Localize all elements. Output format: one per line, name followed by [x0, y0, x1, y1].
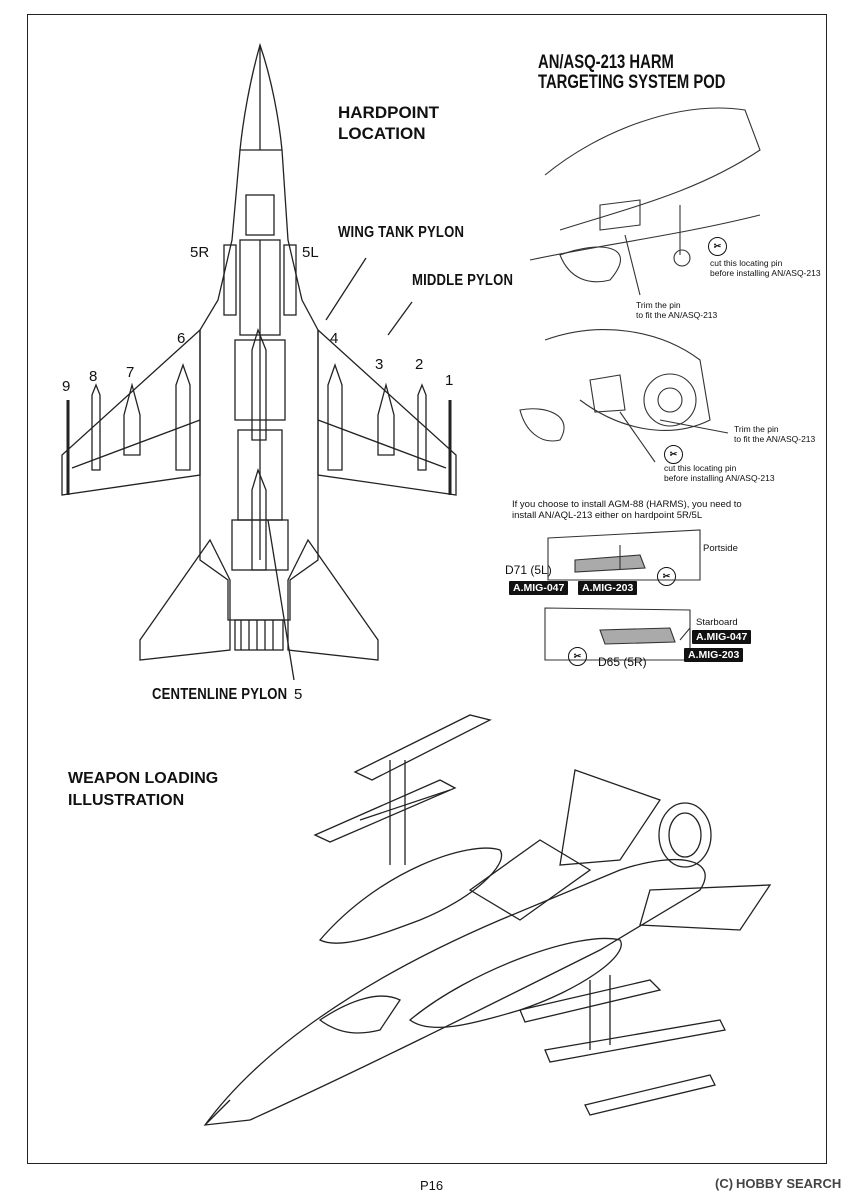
trim-note-1a: Trim the pin — [636, 300, 681, 310]
hardpoint-5: 5 — [294, 686, 303, 703]
d71-label: D71 (5L) — [505, 563, 552, 577]
pin-icon-2: ✂ — [664, 444, 683, 464]
aircraft-top-view-diagram — [61, 42, 457, 681]
watermark-copyright: (C) — [715, 1176, 734, 1191]
pin-icon-3: ✂ — [657, 566, 676, 586]
trim-note-2a: Trim the pin — [734, 424, 779, 434]
pod-detail-diagrams — [519, 107, 761, 661]
weapon-title-line1: WEAPON LOADING — [68, 770, 219, 787]
harm-note-line2: install AN/AQL-213 either on hardpoint 5… — [512, 510, 703, 521]
starboard-label: Starboard — [696, 617, 738, 628]
weapon-loading-diagram — [203, 714, 772, 1126]
hardpoint-title-line2: LOCATION — [338, 124, 426, 143]
cut-pin-note-2b: before installing AN/ASQ-213 — [664, 473, 775, 483]
paint-tag-mig047-starboard: A.MIG-047 — [692, 630, 752, 644]
page-number: P16 — [420, 1178, 444, 1193]
page-frame — [27, 14, 827, 1164]
wing-tank-pylon-label: WING TANK PYLON — [338, 224, 465, 241]
pin-icon-4: ✂ — [568, 646, 587, 666]
cut-pin-note-1b: before installing AN/ASQ-213 — [710, 268, 821, 278]
harm-note-line1: If you choose to install AGM-88 (HARMS),… — [512, 499, 742, 510]
hardpoint-1: 1 — [445, 372, 454, 389]
weapon-title-line2: ILLUSTRATION — [68, 792, 185, 809]
pod-title-line1: AN/ASQ-213 HARM — [538, 52, 674, 73]
hardpoint-8: 8 — [89, 368, 98, 385]
pod-title-line2: TARGETING SYSTEM POD — [538, 72, 726, 93]
hardpoint-5r: 5R — [190, 244, 210, 261]
paint-tag-mig203-port: A.MIG-203 — [578, 581, 638, 595]
paint-tag-mig203-starboard: A.MIG-203 — [684, 648, 744, 662]
pin-icon-1: ✂ — [708, 236, 727, 256]
hardpoint-7: 7 — [126, 364, 135, 381]
hardpoint-2: 2 — [415, 356, 424, 373]
middle-pylon-label: MIDDLE PYLON — [412, 272, 514, 289]
trim-note-1b: to fit the AN/ASQ-213 — [636, 310, 718, 320]
hardpoint-3: 3 — [375, 356, 384, 373]
hardpoint-title-line1: HARDPOINT — [338, 103, 440, 122]
trim-note-2b: to fit the AN/ASQ-213 — [734, 434, 816, 444]
cut-pin-note-2a: cut this locating pin — [664, 463, 737, 473]
paint-tag-mig047-port: A.MIG-047 — [509, 581, 569, 595]
centerline-pylon-label: CENTENLINE PYLON — [152, 686, 288, 703]
d65-label: D65 (5R) — [598, 655, 647, 669]
portside-label: Portside — [703, 543, 738, 554]
watermark-brand: HOBBY SEARCH — [736, 1176, 842, 1191]
hardpoint-6: 6 — [177, 330, 186, 347]
hardpoint-4: 4 — [330, 330, 339, 347]
hardpoint-9: 9 — [62, 378, 71, 395]
cut-pin-note-1a: cut this locating pin — [710, 258, 783, 268]
hardpoint-5l: 5L — [302, 244, 319, 261]
